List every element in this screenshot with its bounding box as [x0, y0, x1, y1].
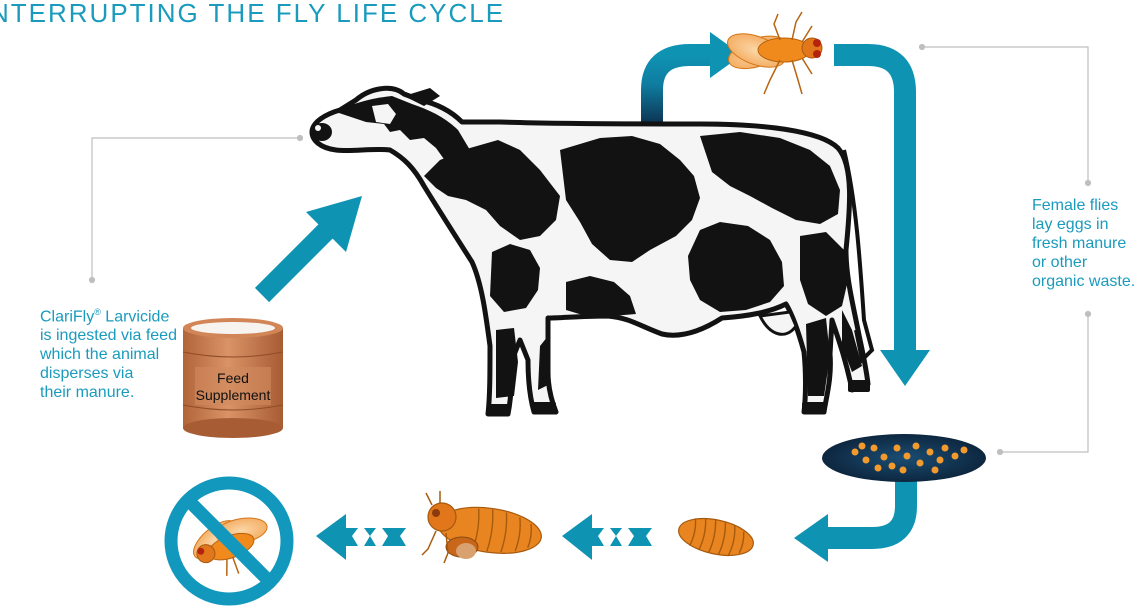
arrow-larva-to-pupa [562, 514, 652, 560]
left-caption: ClariFly® Larvicide is ingested via feed… [40, 303, 190, 402]
right-caption-line5: organic waste. [1032, 272, 1146, 291]
registered-mark: ® [94, 307, 101, 317]
eggs-in-manure-icon [822, 434, 986, 482]
leader-line-left [90, 136, 303, 283]
arrow-feed-to-cow [262, 196, 362, 295]
left-caption-line5: their manure. [40, 383, 190, 402]
right-caption-line3: fresh manure [1032, 234, 1146, 253]
feed-barrel-icon: Feed Supplement [183, 318, 283, 438]
feed-label-line2: Supplement [196, 387, 271, 403]
right-caption-line4: or other [1032, 253, 1146, 272]
brand-name: ClariFly [40, 308, 94, 325]
right-caption-line1: Female flies [1032, 196, 1146, 215]
leader-line-right-top [920, 45, 1091, 186]
left-caption-line1: ClariFly® Larvicide [40, 303, 190, 326]
pupa-icon [422, 491, 544, 563]
adult-fly-icon [723, 12, 822, 94]
arrow-eggs-to-larva [794, 480, 906, 562]
right-caption: Female flies lay eggs in fresh manure or… [1032, 196, 1146, 291]
left-caption-line1-rest: Larvicide [101, 308, 169, 325]
left-caption-line4: disperses via [40, 364, 190, 383]
larva-icon [675, 512, 756, 561]
cow-icon [312, 88, 872, 416]
arrow-pupa-to-no-fly [316, 514, 406, 560]
left-caption-line2: is ingested via feed [40, 326, 190, 345]
feed-label-line1: Feed [217, 370, 249, 386]
leader-line-right-bottom [998, 312, 1091, 455]
left-caption-line3: which the animal [40, 345, 190, 364]
no-fly-icon [171, 483, 287, 599]
right-caption-line2: lay eggs in [1032, 215, 1146, 234]
